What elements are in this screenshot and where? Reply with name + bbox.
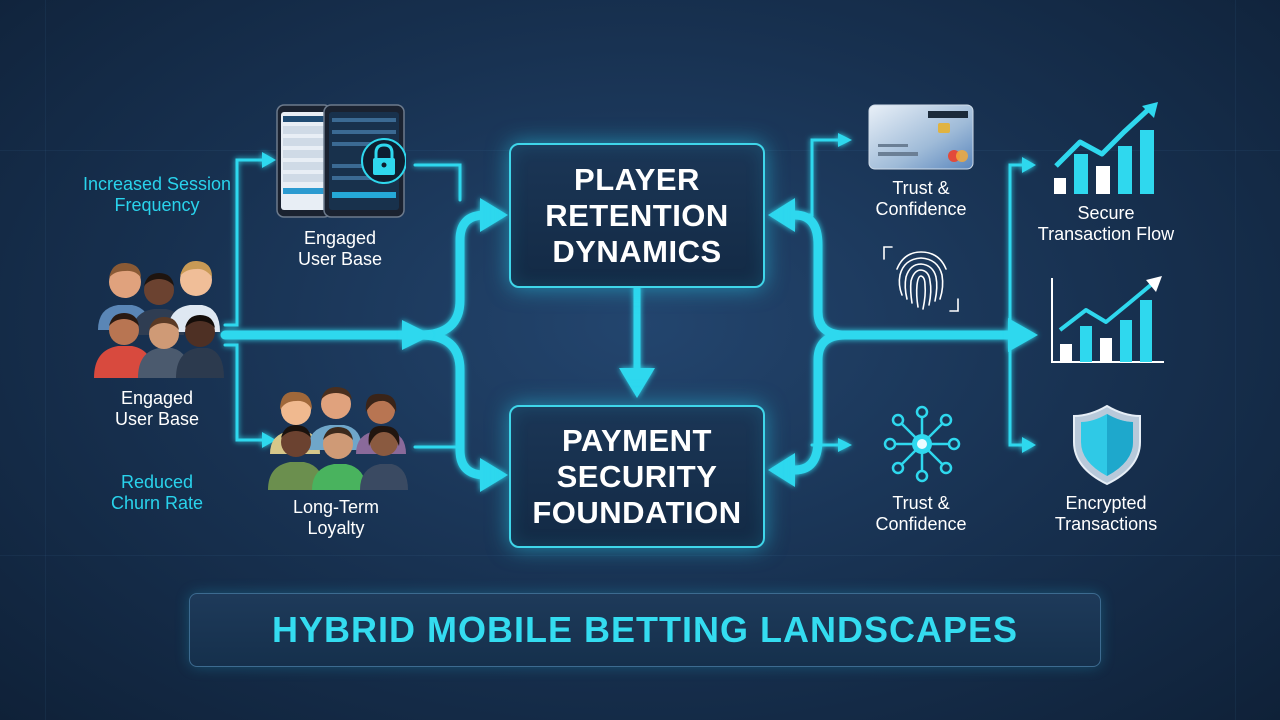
label-line: User Base xyxy=(297,249,383,269)
connector-line xyxy=(413,163,462,202)
arrow-head xyxy=(1022,437,1036,453)
box-line: DYNAMICS xyxy=(552,233,722,269)
box-line: FOUNDATION xyxy=(532,494,742,530)
connector-line xyxy=(415,210,490,340)
player-retention-box: PLAYER RETENTION DYNAMICS xyxy=(509,143,765,288)
arrow-head xyxy=(768,453,795,487)
smartphones-lock-icon xyxy=(276,104,406,218)
growth-chart-icon xyxy=(1054,102,1158,194)
encrypted-label: Encrypted Transactions xyxy=(1055,493,1157,535)
grid-line xyxy=(45,0,46,720)
arrow-head xyxy=(402,320,432,350)
label-line: Engaged xyxy=(303,228,377,248)
connector-line xyxy=(1008,333,1027,447)
card-trust-label: Trust & Confidence xyxy=(875,178,966,220)
banner-title: HYBRID MOBILE BETTING LANDSCAPES xyxy=(271,609,1019,650)
arrow-head xyxy=(1022,157,1036,173)
arrow-head xyxy=(480,198,508,232)
label-line: User Base xyxy=(114,409,200,429)
loyalty-label: Long-Term Loyalty xyxy=(293,497,379,539)
label-line: Increased Session xyxy=(82,174,232,194)
connector-line xyxy=(223,343,264,442)
label-line: Loyalty xyxy=(307,518,365,538)
arrow-head xyxy=(480,458,508,492)
label-line: Encrypted xyxy=(1065,493,1147,513)
growth-chart-icon xyxy=(1051,276,1164,363)
payment-security-box: PAYMENT SECURITY FOUNDATION xyxy=(509,405,765,548)
box-line: PAYMENT xyxy=(562,422,712,458)
arrow-head xyxy=(262,432,276,448)
connector-line xyxy=(793,138,842,217)
arrow-head xyxy=(262,152,276,168)
network-hub-icon xyxy=(883,405,961,483)
session-frequency-label: Increased Session Frequency xyxy=(83,174,231,216)
people-crowd-icon xyxy=(268,387,408,490)
connector-line xyxy=(415,330,490,480)
label-line: Transactions xyxy=(1054,514,1158,534)
title-banner: HYBRID MOBILE BETTING LANDSCAPES xyxy=(189,593,1101,667)
label-line: Long-Term xyxy=(292,497,380,517)
connector-line xyxy=(223,158,264,327)
box-line: RETENTION xyxy=(545,197,729,233)
arrow-head xyxy=(838,438,852,452)
label-line: Frequency xyxy=(114,195,200,215)
box-line: SECURITY xyxy=(556,458,718,494)
box-line: PLAYER xyxy=(574,161,700,197)
arrow-head xyxy=(768,198,795,232)
label-line: Secure xyxy=(1077,203,1135,223)
label-line: Confidence xyxy=(875,514,967,534)
label-line: Churn Rate xyxy=(110,493,204,513)
fingerprint-icon xyxy=(883,246,959,312)
shield-icon xyxy=(1073,404,1141,486)
label-line: Confidence xyxy=(875,199,967,219)
churn-rate-label: Reduced Churn Rate xyxy=(111,472,203,514)
grid-line xyxy=(1235,0,1236,720)
label-line: Trust & xyxy=(892,178,950,198)
user-base-label: Engaged User Base xyxy=(115,388,199,430)
arrow-head xyxy=(1008,318,1038,352)
network-trust-label: Trust & Confidence xyxy=(875,493,966,535)
people-group-icon xyxy=(94,260,224,378)
label-line: Engaged xyxy=(120,388,194,408)
label-line: Transaction Flow xyxy=(1037,224,1175,244)
secure-flow-label: Secure Transaction Flow xyxy=(1038,203,1174,245)
credit-card-icon xyxy=(868,104,974,170)
connector-line xyxy=(1008,163,1027,337)
label-line: Reduced xyxy=(120,472,194,492)
arrow-head xyxy=(619,368,655,398)
connector-line xyxy=(790,330,850,475)
phone-user-base-label: Engaged User Base xyxy=(298,228,382,270)
label-line: Trust & xyxy=(892,493,950,513)
arrow-head xyxy=(838,133,852,147)
grid-line xyxy=(0,555,1280,556)
